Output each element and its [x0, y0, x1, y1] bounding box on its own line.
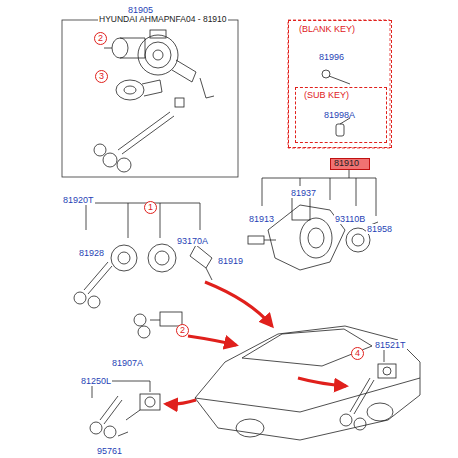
key-heading: (BLANK KEY)	[299, 25, 391, 35]
part-number: 81910	[334, 159, 369, 169]
callout-number: 3	[99, 72, 104, 82]
title-slot: HYUNDAI AHMAPNFA04 - 81910	[98, 8, 228, 26]
trunk-lock-cylinder	[116, 80, 162, 100]
callout-number: 2	[98, 34, 103, 44]
callout-circle: 1	[144, 201, 157, 214]
key-warning-switch	[248, 236, 276, 244]
location-arrows	[166, 282, 346, 404]
callout-circle: 3	[95, 70, 108, 83]
callout-circle: 2	[94, 32, 107, 45]
label-slot: 81919	[217, 250, 244, 268]
label-slot: 81958	[366, 218, 393, 236]
blank-key	[322, 70, 350, 84]
part-number: 81905	[128, 6, 241, 16]
label-slot: 93110B	[334, 208, 366, 226]
label-slot: 95761	[96, 440, 123, 458]
group-box: 2381905	[62, 20, 241, 177]
highlight-box: 81910	[330, 158, 370, 170]
key-set	[94, 112, 174, 172]
ignition-lock	[138, 30, 214, 98]
label-slot: 81937	[290, 182, 317, 200]
part-number: 81913	[248, 214, 275, 224]
part-number: 93110B	[334, 214, 366, 224]
lock-set	[74, 244, 212, 308]
callout-number: 4	[355, 349, 360, 359]
label-slot: 81521T	[374, 334, 407, 352]
ignition-housing	[268, 196, 378, 270]
part-number: 81521T	[374, 340, 407, 350]
callout-circle: 2	[176, 324, 189, 337]
diagram-title: HYUNDAI AHMAPNFA04 - 81910	[98, 14, 228, 24]
callout-number: 1	[148, 203, 153, 213]
label-slot: 81928	[78, 242, 105, 260]
part-number: 95761	[96, 446, 123, 456]
key-heading: (SUB KEY)	[304, 91, 386, 101]
part-number: 81958	[366, 224, 393, 234]
door-lock-cylinder	[104, 38, 145, 58]
label-slot: 93170A	[176, 230, 209, 248]
part-number: 93170A	[176, 236, 209, 246]
label-slot: 81913	[248, 208, 275, 226]
label-slot: 81250L	[80, 370, 112, 388]
clip	[175, 98, 184, 107]
part-number: 81907A	[111, 358, 144, 368]
callout-circle: 4	[351, 347, 364, 360]
trunk-lock	[90, 394, 160, 438]
sub-key	[336, 118, 350, 136]
group-box: (SUB KEY) 81998A (BLANK KEY) 81996	[288, 20, 392, 148]
part-number: 81998A	[324, 111, 386, 121]
label-slot: 81920T	[62, 189, 95, 207]
outside-handle-lock	[340, 364, 396, 430]
part-number: 81937	[290, 188, 317, 198]
callout-number: 2	[180, 326, 185, 336]
part-number: 81996	[319, 53, 391, 63]
part-number: 81250L	[80, 376, 112, 386]
part-number: 81928	[78, 248, 105, 258]
part-number: 81920T	[62, 195, 95, 205]
label-slot: 81907A	[111, 352, 144, 370]
part-number: 81919	[217, 256, 244, 266]
group-box: (SUB KEY) 81998A	[295, 87, 387, 143]
group-frame	[62, 20, 238, 177]
door-lock-set	[134, 312, 182, 338]
